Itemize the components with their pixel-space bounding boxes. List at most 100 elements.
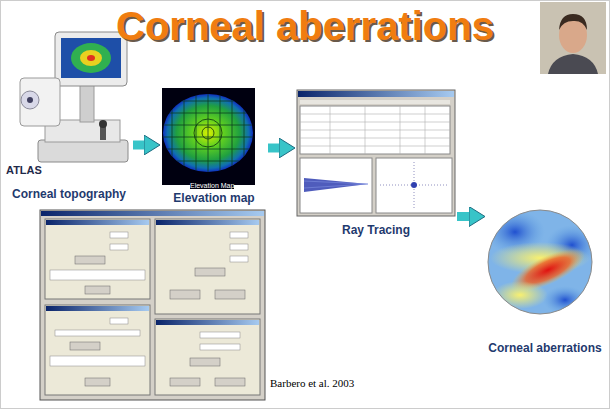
ray-tracing-screenshot-part-part (300, 138, 450, 139)
stage-node: Ray Tracing (295, 88, 457, 240)
software-screenshot-part (45, 305, 150, 395)
portrait-photo-part (540, 2, 606, 74)
software-screenshot-part (155, 219, 260, 314)
elevation-grid-part (160, 161, 256, 162)
stage-node: Corneal topography (5, 28, 133, 204)
software-screenshot-part (70, 342, 100, 350)
title-box: Corneal aberrations (0, 2, 610, 50)
ray-tracing-screenshot-part (297, 90, 455, 216)
software-screenshot-part (215, 378, 245, 386)
software-screenshot-part (46, 306, 149, 311)
elevation-map-image-part (202, 127, 214, 139)
elevation-grid-part (208, 90, 209, 180)
text-label: Barbero et al. 2003 (270, 377, 354, 389)
ray-tracing-screenshot-part-part (365, 106, 366, 154)
portrait-photo-part (559, 14, 587, 30)
software-screenshot-part (110, 318, 128, 324)
ray-tracing-screenshot-part (300, 106, 450, 154)
aberration-map-image (485, 210, 598, 314)
ray-tracing-screenshot-part-part (400, 106, 401, 154)
stage-node: Corneal aberrations (485, 193, 605, 358)
topographer-device-part (100, 126, 106, 140)
software-screenshot-part (156, 320, 259, 325)
software-screenshot-part (46, 220, 149, 225)
ray-tracing-screenshot-part (298, 91, 454, 97)
stage-label: Corneal aberrations (488, 341, 601, 356)
elevation-grid-part (244, 90, 245, 180)
ray-tracing-screenshot-part (304, 181, 368, 188)
ray-tracing-screenshot-part-part (300, 114, 450, 115)
elevation-grid-part (184, 90, 185, 180)
text-label: Elevation Map (190, 182, 234, 189)
software-screenshot-part (195, 268, 225, 276)
stage-node: Elevation map (160, 86, 268, 208)
ray-tracing-screenshot-part-part (425, 106, 426, 154)
elevation-map-image-part (194, 119, 222, 147)
topographer-device-part (61, 38, 121, 78)
text-label: ATLAS (6, 164, 42, 176)
software-screenshot-part (230, 256, 248, 262)
slide-title: Corneal aberrations (116, 4, 494, 48)
portrait-photo-part (548, 54, 598, 74)
elevation-grid (160, 90, 256, 180)
software-screenshot-part (110, 244, 128, 250)
ray-tracing-screenshot-part (300, 158, 372, 213)
ray-tracing-screenshot-part (300, 106, 450, 154)
software-screenshot-part (215, 290, 245, 299)
software-screenshot-part (230, 244, 248, 250)
aberration-map-image-part (488, 210, 592, 314)
ray-tracing-screenshot-part (300, 100, 450, 104)
ray-tracing-screenshot-part (376, 158, 452, 213)
stage-label: Elevation map (173, 191, 254, 206)
elevation-grid-part (172, 90, 173, 180)
aberration-map-image-part-part (543, 286, 587, 314)
topographer-device-part (38, 140, 128, 162)
aberration-map-image-part (485, 210, 598, 314)
ray-tracing-screenshot-part-part (300, 146, 450, 147)
elevation-map-image (160, 88, 256, 185)
topographer-device-part (80, 84, 94, 122)
software-screenshot-part (50, 356, 145, 366)
topographer-device-part (21, 91, 39, 109)
software-screenshot-part (85, 286, 110, 294)
ray-tracing-screenshot-part (304, 178, 368, 192)
ray-tracing-screenshot-part (411, 182, 417, 188)
flow-arrow (268, 144, 279, 153)
topographer-device (20, 32, 128, 162)
label-box: Elevation Map (190, 174, 234, 192)
topographer-device-part (87, 55, 95, 61)
software-screenshot-part (170, 378, 200, 386)
topographer-device-part (80, 50, 102, 66)
software-screenshot-part (50, 270, 145, 280)
ray-tracing-screenshot-part-part (300, 130, 450, 131)
software-screenshot-part (40, 210, 265, 400)
elevation-grid-part (196, 90, 197, 180)
elevation-grid-part (160, 113, 256, 114)
software-screenshot-part (190, 358, 220, 366)
software-screenshot-part (156, 220, 259, 225)
software-screenshot-part (230, 232, 248, 238)
topographer-device-part (71, 43, 111, 73)
software-screenshot-part (155, 319, 260, 395)
software-screenshot-part (85, 378, 110, 386)
elevation-grid-part (220, 90, 221, 180)
elevation-map-image-part (162, 88, 255, 185)
software-screenshot-part (55, 330, 140, 336)
ray-tracing-screenshot-part-part (300, 122, 450, 123)
topographer-device-part (27, 97, 33, 103)
label-box: Barbero et al. 2003 (270, 373, 354, 391)
software-screenshot-part (110, 232, 128, 238)
topographer-device-part (20, 78, 60, 126)
flow-arrow (133, 141, 144, 150)
topographer-device-part (99, 120, 107, 128)
software-screenshot (40, 210, 265, 400)
label-box: ATLAS (6, 160, 42, 178)
elevation-grid-part (160, 101, 256, 102)
software-screenshot-part (45, 219, 150, 299)
software-screenshot-part (170, 290, 200, 299)
elevation-grid-part (232, 90, 233, 180)
flow-arrow (457, 212, 469, 221)
software-screenshot-part (200, 344, 240, 350)
